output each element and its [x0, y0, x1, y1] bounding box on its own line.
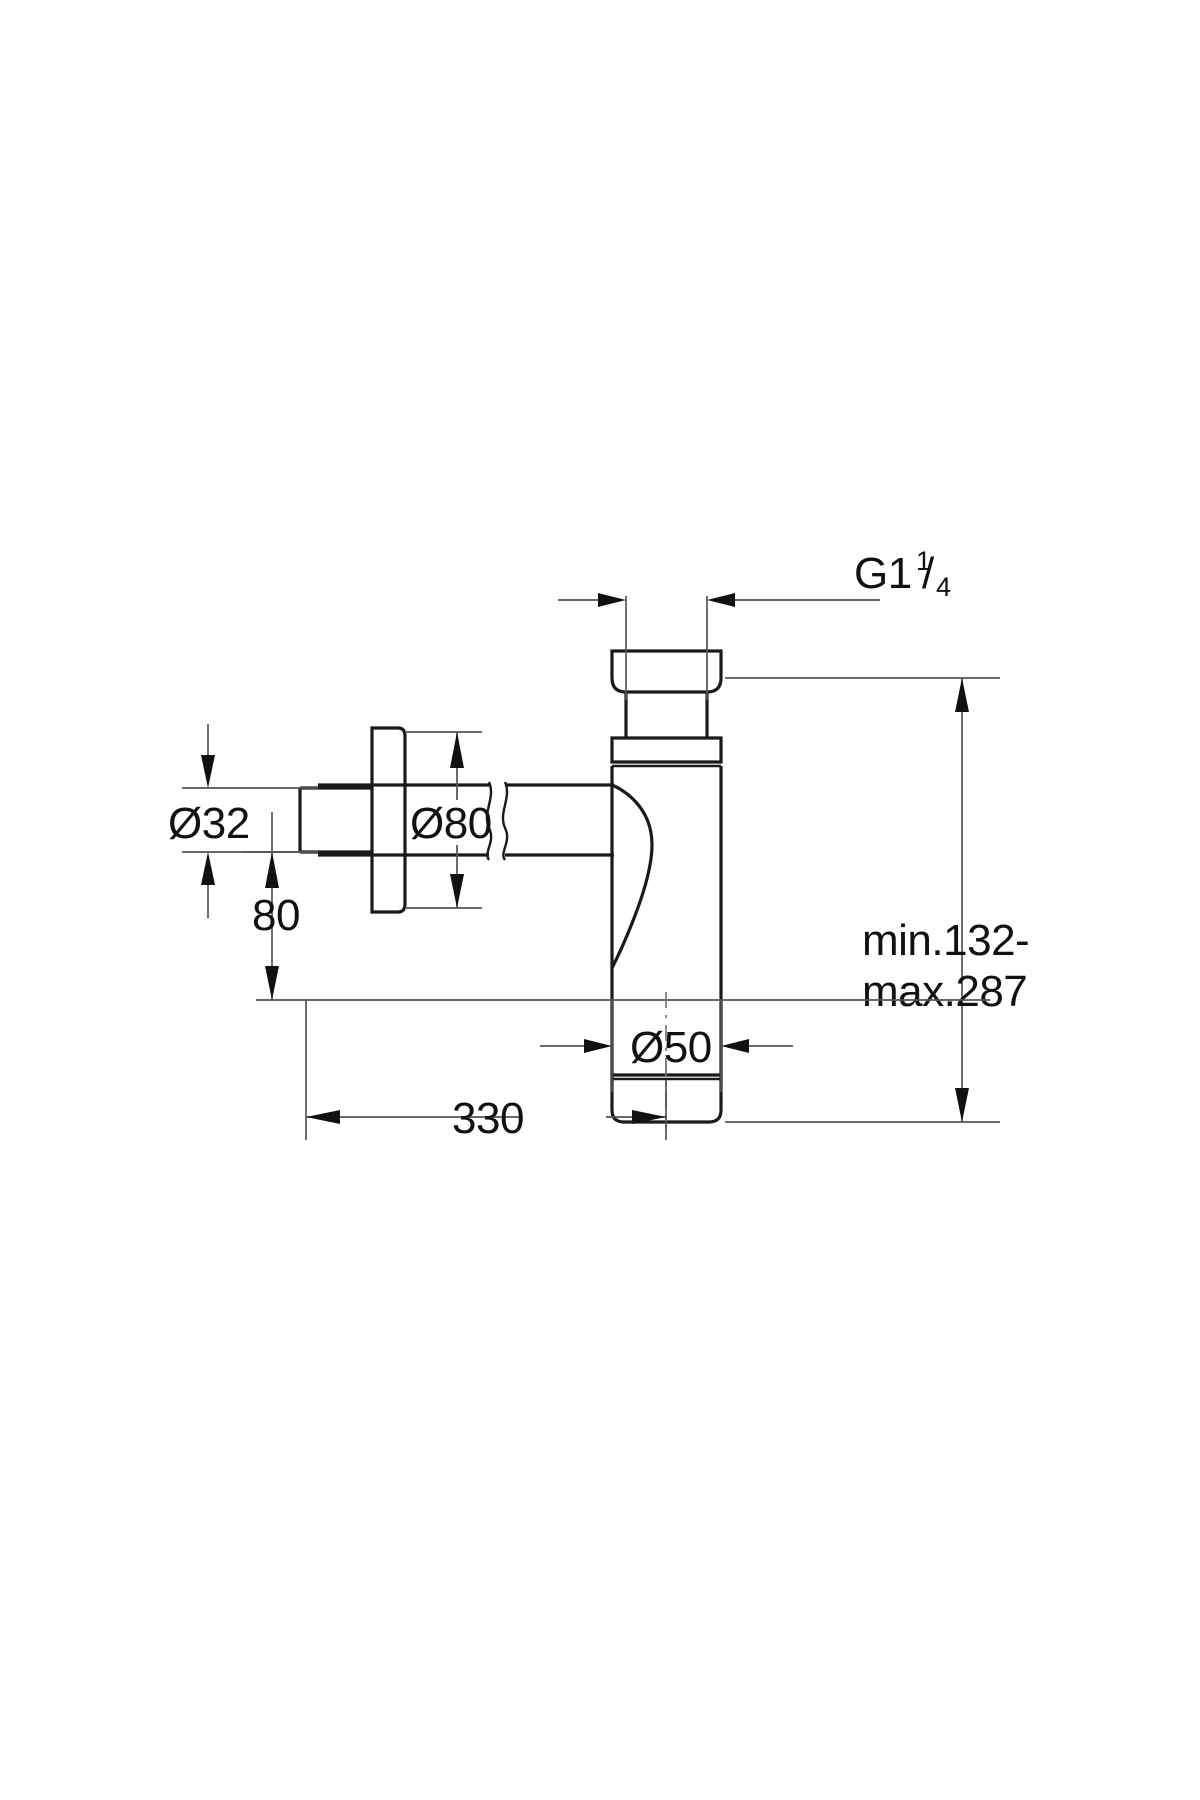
dim-label-thread-denominator: 4 — [936, 572, 951, 602]
wall-flange-escutcheon — [370, 726, 407, 914]
pipe-break-symbol — [485, 781, 509, 861]
body-top-cap — [610, 649, 723, 694]
dimension-height-range: min.132- max.287 — [725, 677, 1030, 1123]
arrow-80-top — [265, 852, 279, 888]
body-collar-ring — [610, 736, 723, 768]
dim-label-thread-slash: / — [922, 549, 935, 598]
body-main-cylinder — [610, 766, 723, 968]
dimension-outlet-height: 80 — [242, 812, 990, 1001]
arrow-d32-bottom — [201, 852, 215, 885]
dim-label-height-max: max.287 — [862, 967, 1027, 1016]
arrow-80-bottom — [265, 966, 279, 1000]
arrow-330-left — [306, 1110, 340, 1124]
dim-label-330: 330 — [452, 1094, 524, 1143]
dim-label-height-min: min.132- — [862, 916, 1029, 965]
arrow-d80-top — [450, 732, 464, 768]
product-geometry — [298, 649, 723, 1124]
arrow-thread-right — [707, 593, 735, 607]
body-to-pipe-transition — [610, 783, 654, 969]
dimension-body-diameter: Ø50 — [540, 1000, 793, 1092]
dim-label-thread-numerator: 1 — [916, 546, 931, 576]
arrow-d50-left — [584, 1039, 612, 1053]
arrow-height-bottom — [955, 1088, 969, 1122]
dimension-outlet-diameter: Ø32 — [168, 724, 318, 918]
dim-label-thread-main: G1 — [854, 549, 912, 598]
horizontal-pipe-right-segment — [505, 783, 614, 857]
dim-label-d32: Ø32 — [168, 799, 250, 848]
dim-label-d80: Ø80 — [410, 799, 492, 848]
arrow-d32-top — [201, 755, 215, 788]
dimension-flange-diameter: Ø80 — [405, 731, 492, 909]
dimension-projection: 330 — [305, 1000, 667, 1143]
dimension-annotations: G1 1 / 4 min.132- max.287 — [168, 546, 1030, 1143]
arrow-height-top — [955, 678, 969, 712]
arrow-d50-right — [721, 1039, 749, 1053]
dim-label-80: 80 — [252, 891, 300, 940]
dim-label-d50: Ø50 — [630, 1023, 712, 1072]
body-bottom-cap — [610, 1073, 723, 1124]
outlet-stub-pipe — [298, 786, 372, 854]
body-neck — [624, 692, 709, 738]
arrow-330-right — [632, 1110, 666, 1124]
arrow-thread-left — [598, 593, 626, 607]
arrow-d80-bottom — [450, 874, 464, 908]
dimension-thread-g114: G1 1 / 4 — [558, 546, 951, 700]
